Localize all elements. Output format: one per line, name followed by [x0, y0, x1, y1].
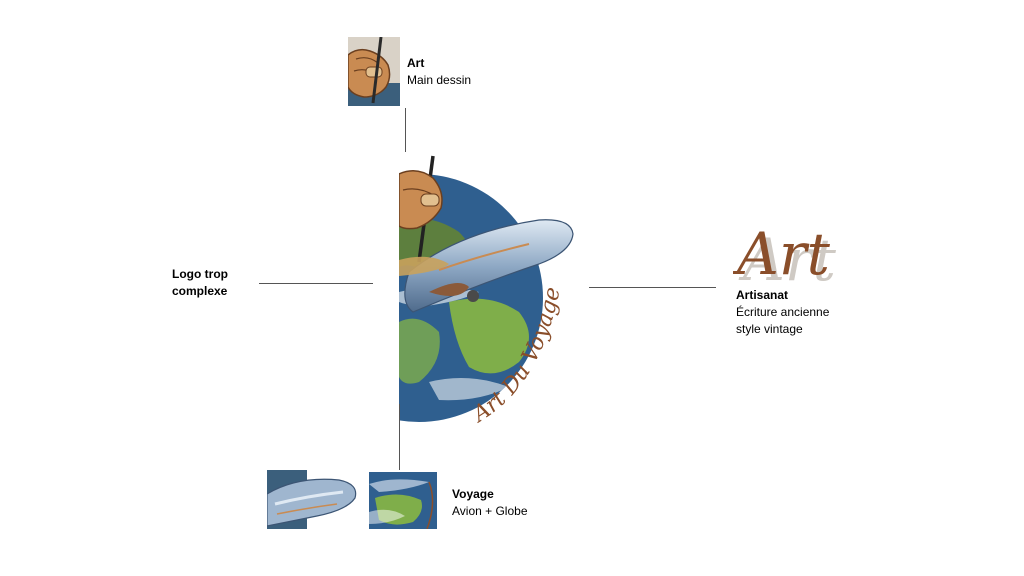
vintage-script-sample: Art Art: [733, 220, 837, 282]
artisanat-label: Artisanat Écriture ancienne style vintag…: [736, 287, 829, 338]
voyage-globe-thumbnail: [369, 472, 437, 529]
globe-icon: [369, 472, 437, 529]
art-subtitle: Main dessin: [407, 73, 472, 87]
voyage-label: Voyage Avion + Globe: [452, 486, 528, 520]
script-text: Art: [733, 220, 831, 282]
artisanat-line2: style vintage: [736, 322, 803, 336]
art-title: Art: [407, 56, 425, 70]
connector-artisanat: [589, 287, 716, 288]
voyage-subtitle: Avion + Globe: [452, 504, 528, 518]
script-shadow: Art: [738, 226, 837, 282]
voyage-title: Voyage: [452, 487, 494, 501]
plane-icon: [267, 470, 357, 529]
artisanat-title: Artisanat: [736, 288, 789, 302]
connector-complexity: [259, 283, 373, 284]
connector-art: [405, 108, 406, 152]
complexity-note-line1: Logo trop: [172, 267, 228, 281]
art-label: Art Main dessin: [407, 55, 471, 89]
artisanat-sample: Art Art: [733, 214, 857, 282]
art-hand-thumbnail: [348, 37, 400, 106]
globe-plane-logo: Art Du Voyage: [399, 155, 574, 428]
complexity-note: Logo trop complexe: [172, 266, 228, 300]
hand-drawing-icon: [348, 37, 400, 106]
connector-voyage: [399, 404, 400, 470]
voyage-plane-thumbnail: [267, 470, 357, 529]
logo-half: Art Du Voyage: [399, 152, 579, 434]
artisanat-line1: Écriture ancienne: [736, 305, 830, 319]
complexity-note-line2: complexe: [172, 284, 228, 298]
